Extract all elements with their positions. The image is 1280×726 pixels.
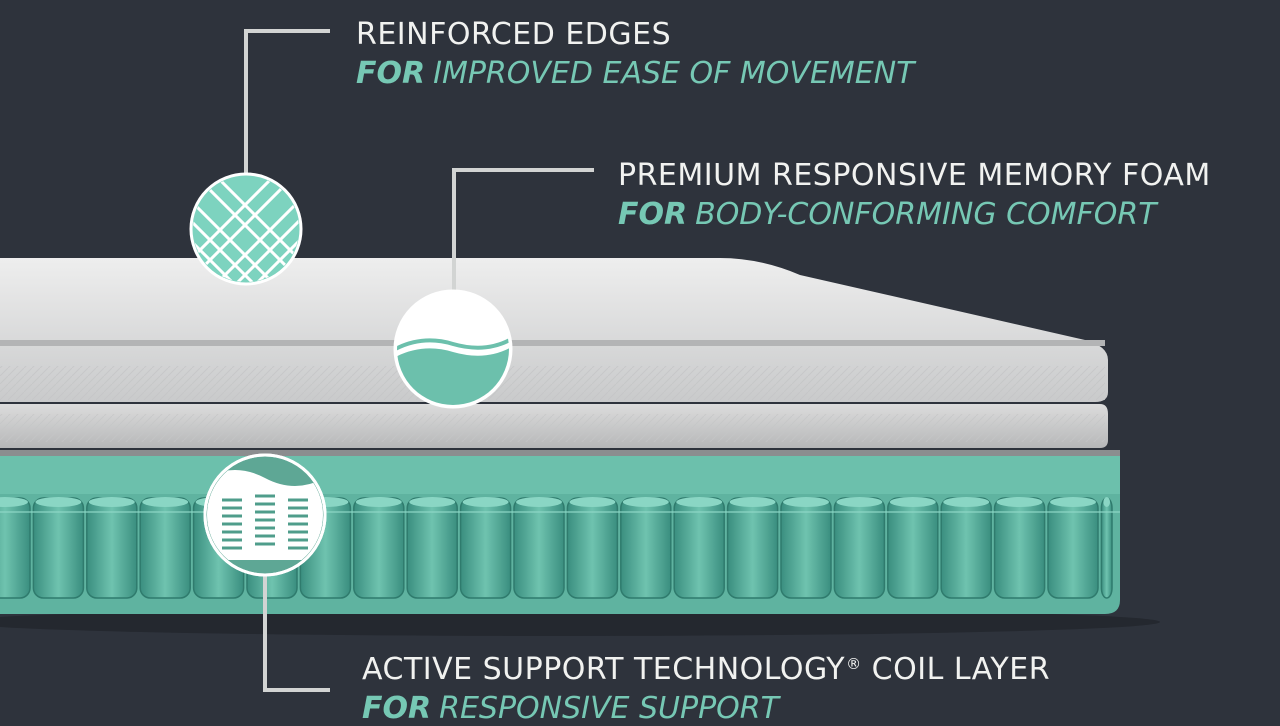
callout-title-main: ACTIVE SUPPORT TECHNOLOGY xyxy=(362,652,846,687)
callout-for-label: FOR xyxy=(356,56,426,91)
pocket-coil-cap xyxy=(943,497,990,507)
callout-description: BODY-CONFORMING COMFORT xyxy=(695,197,1157,232)
pocket-coil-cap xyxy=(516,497,562,507)
pocket-coil-cap xyxy=(409,497,456,507)
pocket-coil-cap xyxy=(0,497,28,507)
pocket-coil-cap xyxy=(35,497,82,507)
callout-description: RESPONSIVE SUPPORT xyxy=(439,691,779,726)
pocket-coil-cap xyxy=(836,497,883,507)
callout-coil-layer: ACTIVE SUPPORT TECHNOLOGY® COIL LAYER FO… xyxy=(362,655,1050,724)
callout-lines xyxy=(244,29,594,692)
pocket-coil-cap xyxy=(889,497,936,507)
callout-for-label: FOR xyxy=(362,691,432,726)
pocket-coil-cap xyxy=(569,497,616,507)
pocket-coil-cap xyxy=(1103,497,1110,507)
coil-layer xyxy=(0,456,1120,614)
callout-title: PREMIUM RESPONSIVE MEMORY FOAM xyxy=(618,158,1211,193)
callout-title: ACTIVE SUPPORT TECHNOLOGY® COIL LAYER xyxy=(362,655,1050,685)
pocket-coil-cap xyxy=(729,497,776,507)
mattress-shadow xyxy=(0,608,1160,636)
foam-layers xyxy=(0,258,1120,456)
pocket-coil-cap xyxy=(783,497,829,507)
coil-icon xyxy=(203,453,327,577)
pocket-coil-cap xyxy=(1050,497,1096,507)
lattice-icon xyxy=(189,172,303,286)
pocket-coil-cap xyxy=(355,497,402,507)
pocket-coil-cap xyxy=(622,497,669,507)
callout-title-end: COIL LAYER xyxy=(871,652,1051,687)
callout-description: IMPROVED EASE OF MOVEMENT xyxy=(433,56,915,91)
pocket-coil-cap xyxy=(676,497,723,507)
registered-mark: ® xyxy=(846,655,862,673)
pocket-coil-cap xyxy=(142,497,189,507)
callout-title: REINFORCED EDGES xyxy=(356,17,672,52)
pocket-coil-cap xyxy=(88,497,135,507)
pocket-coil-cap xyxy=(462,497,509,507)
callout-for-label: FOR xyxy=(618,197,688,232)
pocket-coil-cap xyxy=(996,497,1043,507)
